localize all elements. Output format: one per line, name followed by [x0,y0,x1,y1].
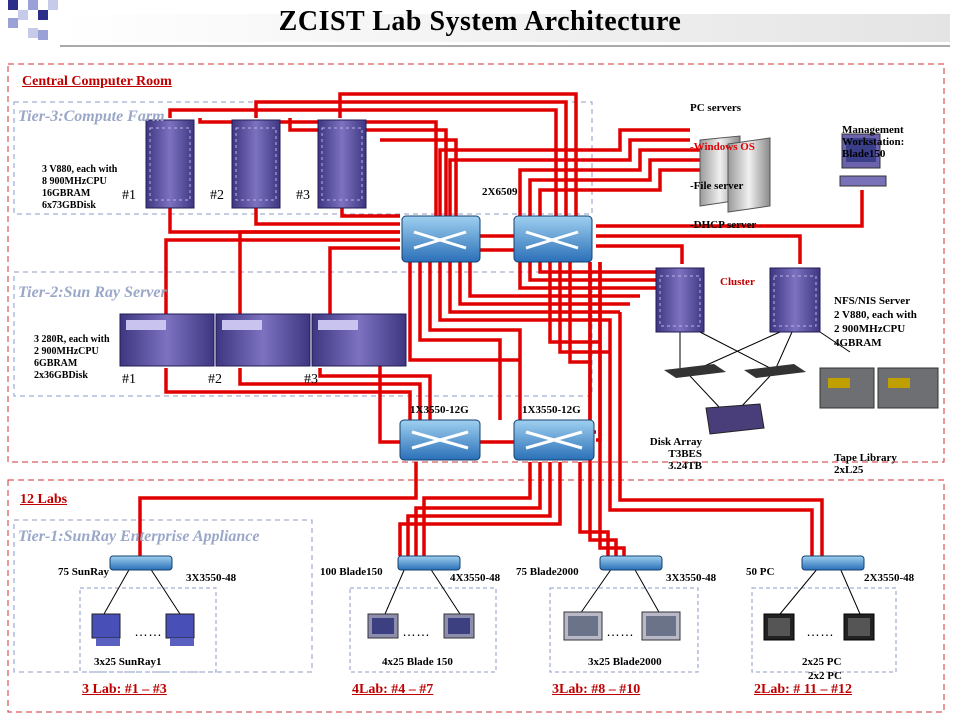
lab1-range: 3 Lab: #1 – #3 [82,682,167,697]
lab2-switch: 4X3550-48 [450,572,501,584]
lab3-clients: 75 Blade2000 [516,566,579,578]
lab-clients-blade2000: …… [563,611,681,641]
lab-clients-blade150: …… [367,613,475,639]
lab1-clients: 75 SunRay [58,566,110,578]
lab-clients-pc: …… [763,613,875,641]
tier3-title: Tier-3:Compute Farm [18,108,165,125]
sunray-server-1 [119,313,215,367]
core-switch-label: 2X6509 [482,186,518,198]
svg-text:……: …… [606,623,634,639]
section-central-room: Central Computer Room [22,74,172,89]
lab4-border [751,587,897,673]
lab2-border [349,587,497,673]
pc-servers-label: PC servers -Windows OS -File server -DHC… [690,102,757,231]
lab-clients-sunray: …… [91,613,195,646]
core-switch-1 [401,215,481,263]
sunray-server-2-label: #2 [208,372,222,387]
lab2-range: 4Lab: #4 – #7 [352,682,434,697]
pc-server-towers [699,135,771,213]
lab3-switch: 3X3550-48 [666,572,717,584]
lab4-clients: 50 PC [746,566,775,578]
labs-border [7,479,945,713]
lab1-group: 3x25 SunRay1 [94,656,162,668]
lab3-border [549,587,699,673]
lab-switch-2 [397,555,461,571]
lab-switch-3 [599,555,663,571]
disk-array-units [664,364,806,435]
management-workstation [839,133,887,187]
lab4-group-2: 2x2 PC [808,670,842,682]
cluster-server-1 [655,267,705,333]
sunray-server-3-label: #3 [304,372,318,387]
cluster-label: Cluster [720,276,755,288]
lab2-group: 4x25 Blade 150 [382,656,453,668]
tier2-border [13,271,593,397]
lab-switch-1 [109,555,173,571]
svg-text:……: …… [806,623,834,639]
compute-server-2 [231,119,281,209]
core-switch-2 [513,215,593,263]
svg-text:……: …… [134,623,162,639]
dist-switch-1 [399,419,481,461]
dist-switch-1-label: 1X3550-12G [410,404,469,416]
sunray-server-1-label: #1 [122,372,136,387]
central-room-border [7,63,945,463]
lab4-switch: 2X3550-48 [864,572,915,584]
lab2-clients: 100 Blade150 [320,566,383,578]
sunray-server-3 [311,313,407,367]
page-title: ZCIST Lab System Architecture [278,6,682,37]
compute-server-1 [145,119,195,209]
compute-server-3-label: #3 [296,188,310,203]
cluster-server-2 [769,267,821,333]
compute-server-2-label: #2 [210,188,224,203]
dist-switch-2 [513,419,595,461]
lab1-border [79,587,217,673]
sunray-server-2 [215,313,311,367]
section-labs: 12 Labs [20,492,68,507]
compute-server-1-label: #1 [122,188,136,203]
tier1-title: Tier-1:SunRay Enterprise Appliance [18,528,260,545]
lab-switch-4 [801,555,865,571]
tier2-title: Tier-2:Sun Ray Server [18,284,167,301]
compute-server-3 [317,119,367,209]
lab3-group: 3x25 Blade2000 [588,656,662,668]
lab4-range: 2Lab: # 11 – #12 [754,682,853,697]
dist-switch-2-label: 1X3550-12G [522,404,581,416]
lab1-switch: 3X3550-48 [186,572,237,584]
tape-library [819,367,939,409]
svg-text:……: …… [402,623,430,639]
lab3-range: 3Lab: #8 – #10 [552,682,641,697]
title-decoration [8,0,950,47]
lab4-group: 2x25 PC [802,656,842,668]
